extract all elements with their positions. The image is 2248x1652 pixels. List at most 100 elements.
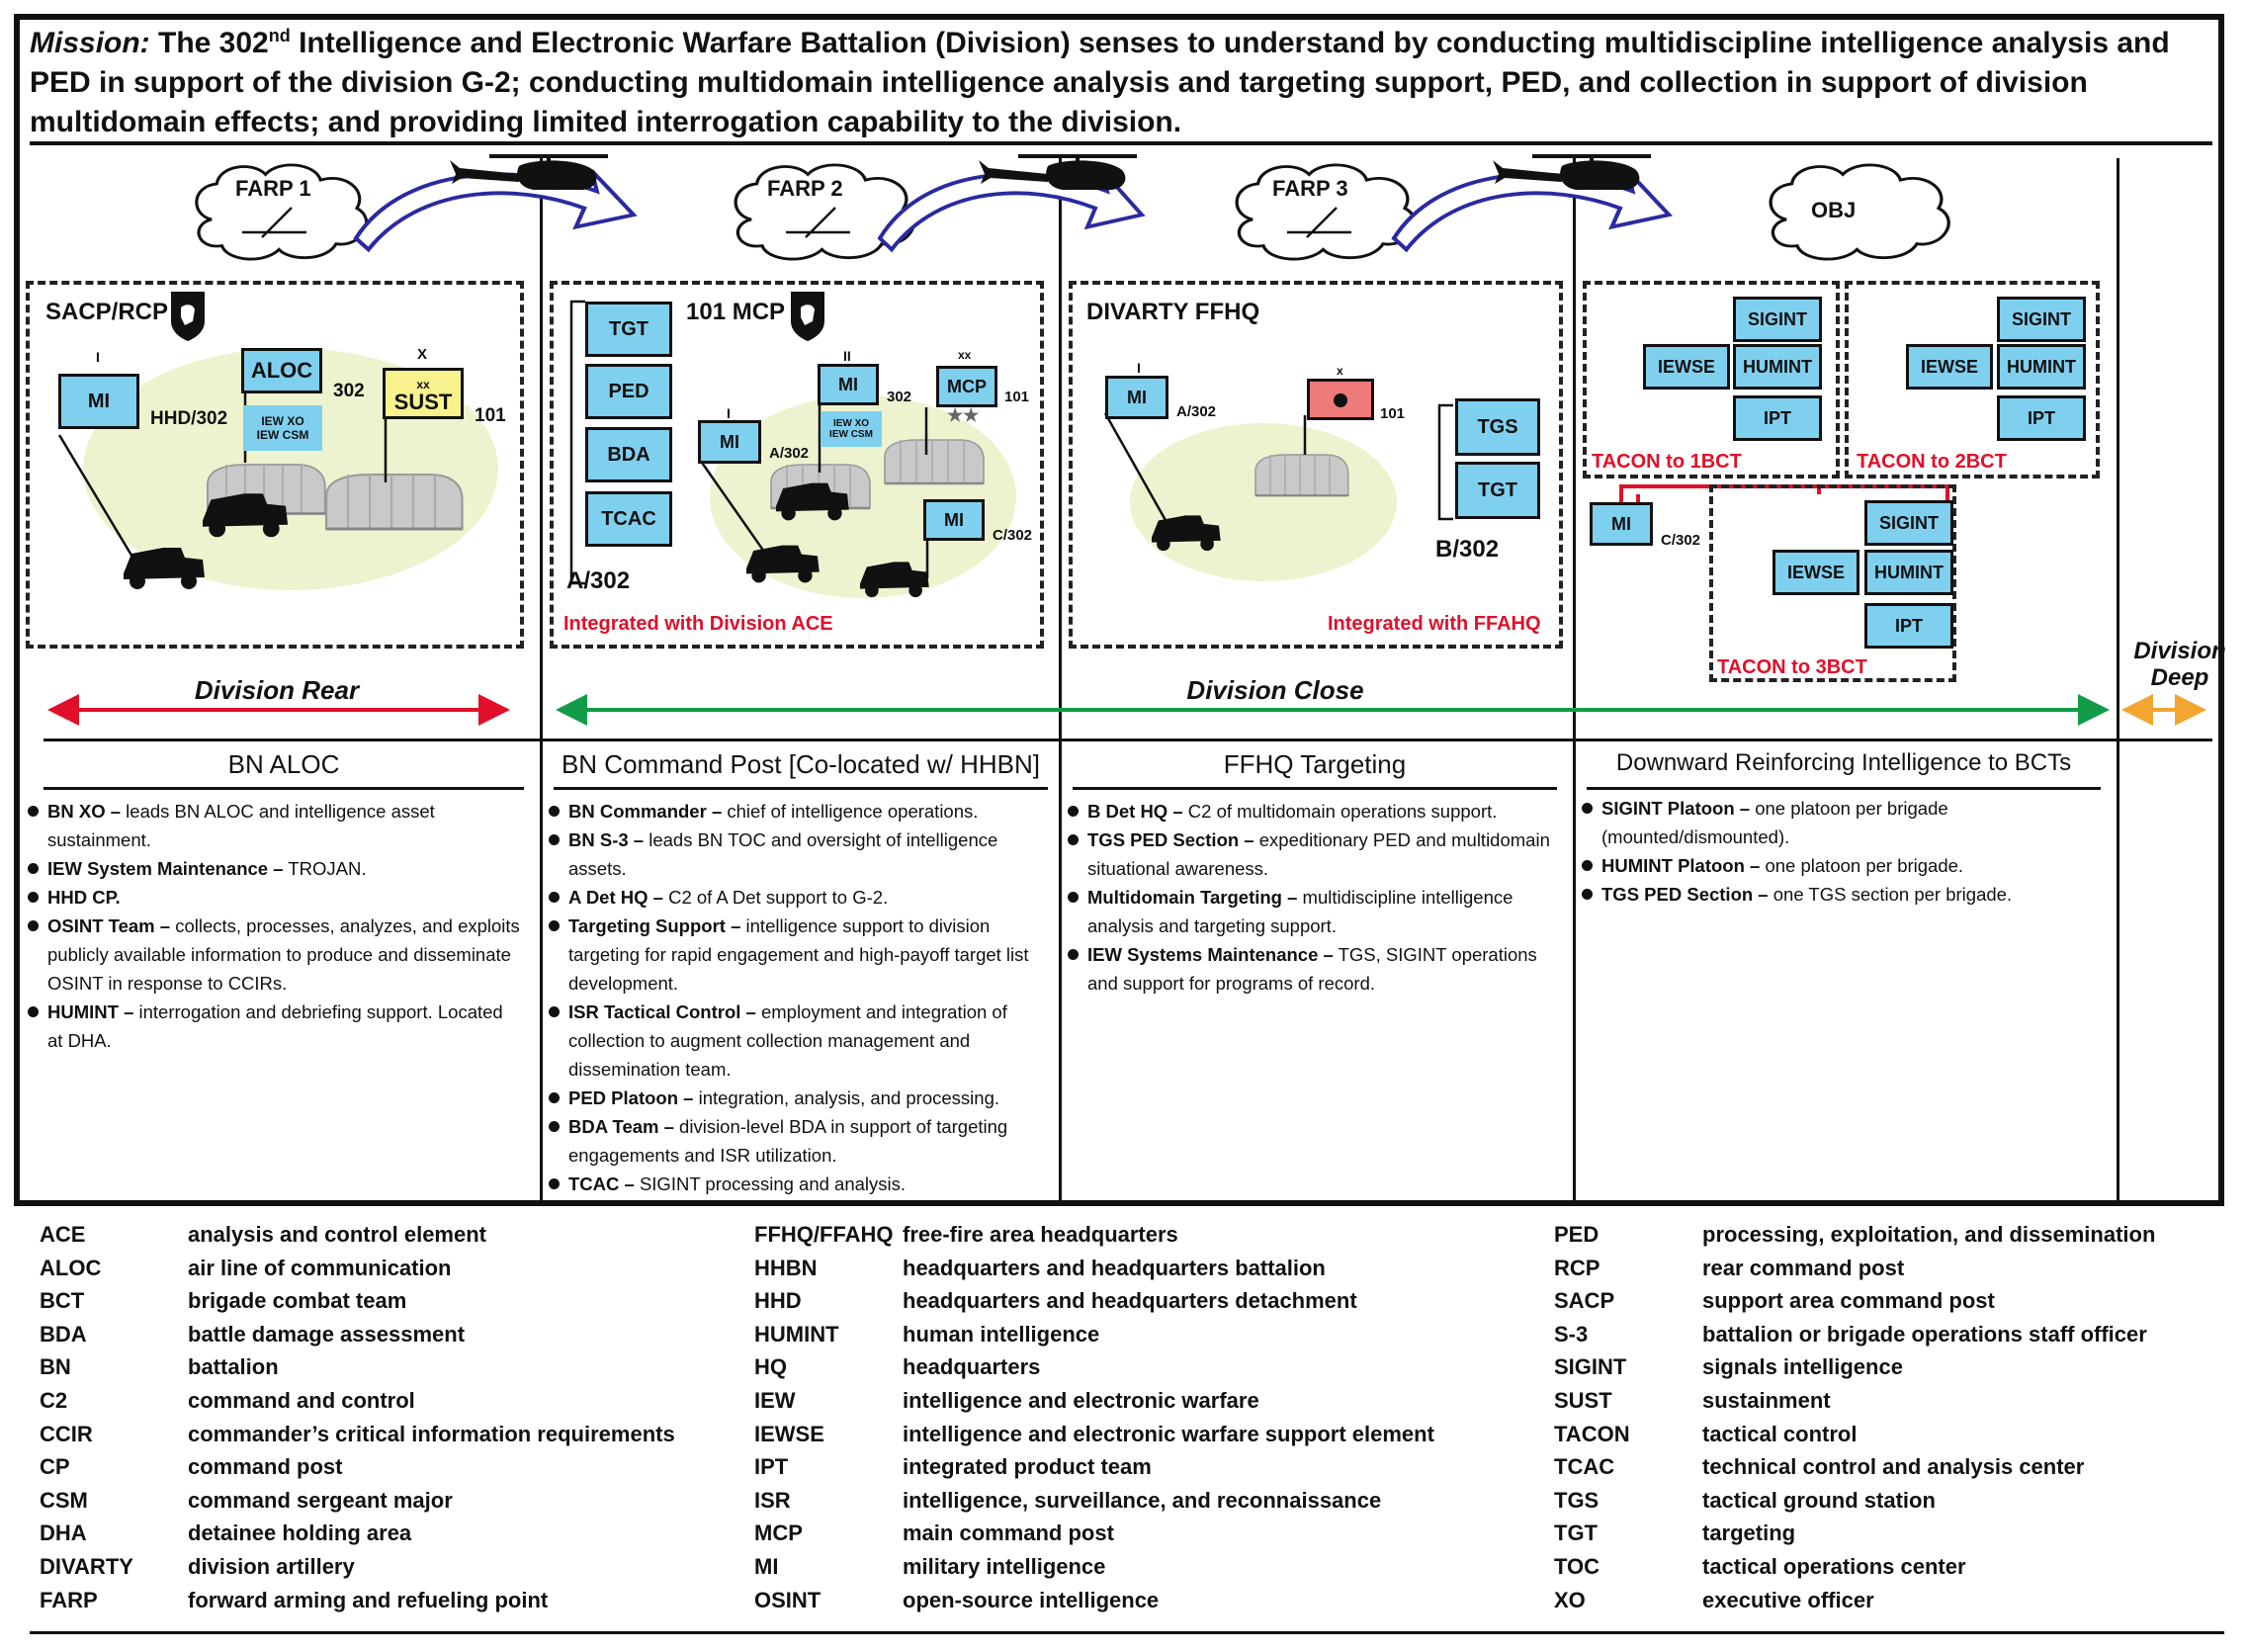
section-underline-bct — [1587, 787, 2101, 790]
glossary-definition: main command post — [903, 1521, 1114, 1546]
glossary-abbr: BCT — [40, 1288, 85, 1314]
bullet-item: HHD CP. — [26, 883, 520, 912]
aloc-iew-xo: IEW XO — [261, 414, 304, 428]
section-title-bct: Downward Reinforcing Intelligence to BCT… — [1615, 749, 2072, 776]
glossary-abbr: SUST — [1554, 1387, 1612, 1413]
glossary-abbr: SIGINT — [1554, 1354, 1627, 1380]
close-stack-label: B/302 — [1435, 536, 1500, 563]
bct2-iewse: IEWSE — [1906, 344, 1993, 390]
bct3-sigint: SIGINT — [1864, 500, 1953, 546]
glossary-abbr: TGS — [1554, 1487, 1600, 1513]
mcp-unit: MCP — [936, 366, 997, 407]
zone-rear: Division Rear — [194, 675, 360, 705]
sust-label: SUST — [393, 390, 453, 414]
mcp-mi-a-unit: MI — [698, 420, 761, 464]
column-divider-1 — [540, 158, 543, 1201]
mcp-integrated: Integrated with Division ACE — [563, 613, 833, 635]
tacon-3bct: TACON to 3BCT — [1717, 656, 1867, 678]
column-divider-3 — [1573, 158, 1576, 1201]
glossary-abbr: CCIR — [40, 1421, 93, 1446]
aloc-number: 302 — [333, 381, 365, 401]
mcp-mi-c-label: C/302 — [993, 527, 1033, 544]
glossary-definition: command post — [188, 1454, 343, 1480]
bullet-item: BN XO – leads BN ALOC and intelligence a… — [26, 797, 520, 854]
close-dashed-box — [1069, 281, 1563, 649]
bullet-item: BDA Team – division-level BDA in support… — [547, 1112, 1051, 1170]
deep-mi-unit: MI — [1590, 502, 1653, 546]
section-title-ffhq: FFHQ Targeting — [1223, 749, 1407, 779]
bct3-dashed-box — [1709, 484, 1956, 682]
zone-close: Division Close — [1186, 675, 1364, 705]
glossary-definition: detainee holding area — [188, 1521, 412, 1546]
bullet-item: IEW Systems Maintenance – TGS, SIGINT op… — [1066, 940, 1565, 998]
bullets-cp: BN Commander – chief of intelligence ope… — [547, 797, 1051, 1198]
mcp-mi-a-label: A/302 — [769, 445, 810, 462]
glossary-definition: human intelligence — [903, 1321, 1100, 1347]
column-divider-4 — [2117, 158, 2119, 1201]
glossary-definition: free-fire area headquarters — [903, 1222, 1178, 1247]
bct1-dashed-box — [1583, 281, 1840, 478]
mcp-iew-csm: IEW CSM — [829, 429, 873, 440]
section-underline-cp — [554, 787, 1048, 790]
mcp-title: 101 MCP — [686, 299, 786, 325]
glossary-abbr: IEW — [754, 1387, 796, 1413]
mcp-mi-c-unit: MI — [923, 499, 985, 541]
glossary-definition: headquarters and headquarters battalion — [903, 1255, 1326, 1280]
close-integrated: Integrated with FFAHQ — [1328, 613, 1541, 635]
bullets-bct: SIGINT Platoon – one platoon per brigade… — [1580, 794, 2074, 909]
glossary-definition: tactical ground station — [1702, 1487, 1936, 1513]
bct3-humint: HUMINT — [1864, 550, 1953, 595]
bullet-item: HUMINT – interrogation and debriefing su… — [26, 998, 520, 1055]
glossary-definition: sustainment — [1702, 1387, 1831, 1413]
sust-unit: xx SUST — [383, 368, 464, 419]
bct1-humint: HUMINT — [1733, 344, 1822, 390]
glossary-abbr: S-3 — [1554, 1321, 1589, 1347]
diagram-frame — [14, 14, 2224, 1206]
bct1-iewse: IEWSE — [1643, 344, 1730, 390]
glossary-definition: tactical control — [1702, 1421, 1858, 1446]
glossary-entry: FFHQ/FFAHQ free-fire area headquarters — [754, 1218, 1434, 1252]
mcp-mi-a-echelon: I — [727, 405, 731, 421]
mcp-mi-302-unit: MI — [818, 364, 879, 405]
glossary-definition: support area command post — [1702, 1288, 1995, 1314]
glossary-abbr: ACE — [40, 1222, 86, 1247]
sections-divider — [43, 739, 2212, 741]
rear-title: SACP/RCP — [45, 299, 169, 325]
bct3-ipt: IPT — [1864, 603, 1953, 649]
mcp-dashed-box — [550, 281, 1044, 649]
obj-label: OBJ — [1811, 198, 1857, 222]
bullet-item: Targeting Support – intelligence support… — [547, 912, 1051, 998]
close-art-echelon: x — [1337, 364, 1343, 378]
glossary-abbr: CSM — [40, 1487, 88, 1513]
glossary-abbr: HQ — [754, 1354, 787, 1380]
glossary-abbr: FARP — [40, 1587, 98, 1612]
glossary-definition: processing, exploitation, and disseminat… — [1702, 1222, 2156, 1247]
glossary-abbr: FFHQ/FFAHQ — [754, 1222, 894, 1247]
glossary-definition: brigade combat team — [188, 1288, 407, 1314]
glossary-definition: headquarters — [903, 1354, 1041, 1380]
glossary-definition: command sergeant major — [188, 1487, 453, 1513]
glossary-abbr: HHBN — [754, 1255, 818, 1280]
bullet-item: BN S-3 – leads BN TOC and oversight of i… — [547, 826, 1051, 883]
glossary-definition: military intelligence — [903, 1553, 1106, 1579]
bullet-item: Multidomain Targeting – multidiscipline … — [1066, 883, 1565, 940]
mcp-mi-302-echelon: II — [843, 348, 851, 364]
glossary-abbr: DHA — [40, 1521, 87, 1546]
close-mi-label: A/302 — [1176, 403, 1217, 420]
mission-divider — [30, 141, 2212, 145]
rear-dashed-box — [26, 281, 524, 649]
